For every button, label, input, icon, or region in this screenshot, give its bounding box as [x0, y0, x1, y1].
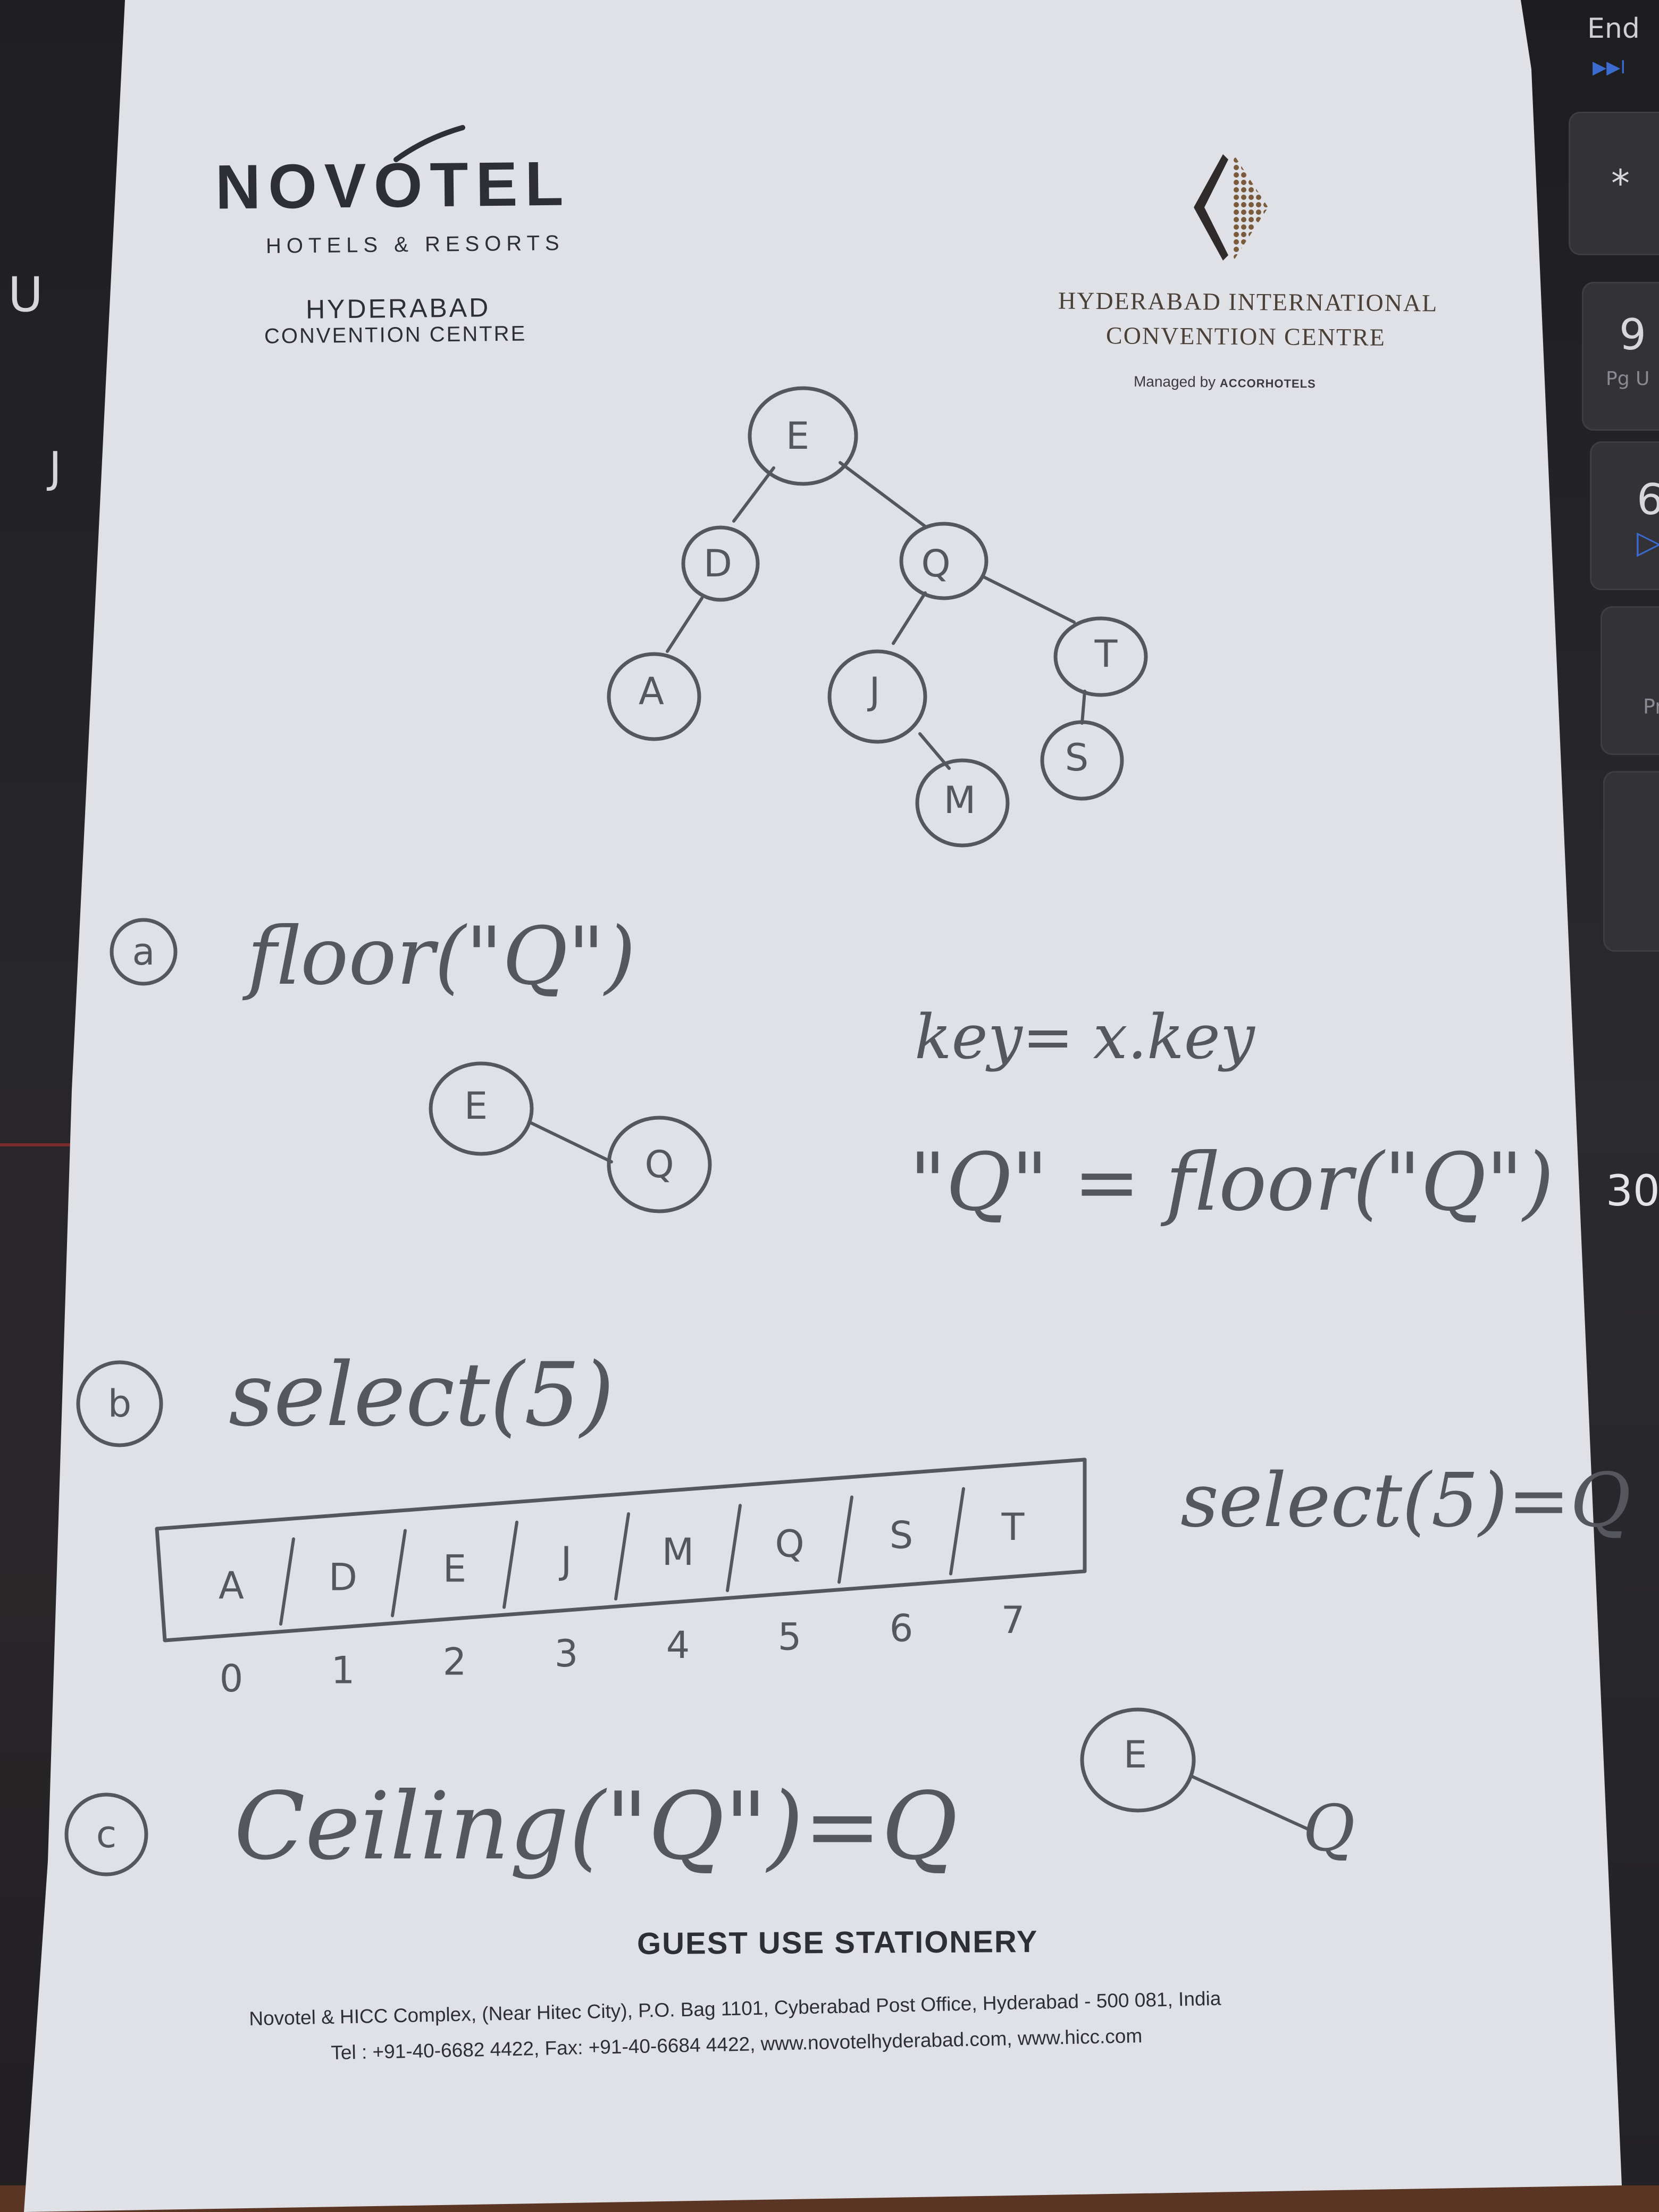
edge-e-q [839, 461, 927, 528]
part-c-path-node-q: Q [1303, 1792, 1355, 1866]
key-9-label: 9 [1619, 310, 1646, 359]
array-cells: A D E J M Q S T [219, 1487, 1025, 1626]
array-divider [726, 1504, 742, 1593]
svg-text:Q: Q [921, 542, 950, 585]
key-6-sub-label: ▷ [1637, 524, 1659, 561]
array-index: 5 [778, 1615, 802, 1658]
part-c-marker: c [96, 1813, 117, 1856]
edge-q-t [982, 575, 1076, 624]
array-divider [614, 1512, 630, 1601]
svg-text:E: E [786, 414, 809, 458]
part-a-title: floor("Q") [242, 910, 635, 1003]
svg-text:J: J [867, 669, 881, 713]
array-indices: 0 1 2 3 4 5 6 7 [220, 1598, 1025, 1700]
part-b: b select(5) A D E J M Q S T 0 1 2 3 4 5 6 7 select(5)=… [76, 1344, 1631, 1700]
array-box [155, 1457, 1087, 1643]
array-index: 7 [1001, 1598, 1025, 1642]
tree-nodes: E D Q A J T M S [607, 386, 1148, 848]
array-cell: J [559, 1539, 572, 1582]
part-a-path-node-e: E [464, 1084, 488, 1128]
array-cell: E [443, 1547, 466, 1591]
part-a-result: "Q" = floor("Q") [909, 1136, 1554, 1229]
part-a-path-node-q: Q [644, 1143, 674, 1186]
array-index: 0 [220, 1657, 244, 1700]
array-divider [391, 1529, 407, 1618]
part-c: c Ceiling("Q")=Q E Q [64, 1707, 1355, 1881]
svg-text:S: S [1065, 736, 1088, 780]
part-b-title: select(5) [229, 1344, 614, 1446]
edge-q-j [892, 591, 927, 645]
tree-node-s: S [1040, 720, 1124, 801]
edge-t-s [1080, 690, 1086, 725]
array-index: 1 [331, 1648, 355, 1692]
tree-edges [666, 461, 1086, 770]
array-divider [837, 1495, 853, 1584]
tree-node-a: A [607, 652, 701, 741]
part-c-path-node-e: E [1124, 1733, 1147, 1777]
array-divider [949, 1487, 965, 1576]
part-a-key-line: key= x.key [915, 1002, 1256, 1073]
tree-node-t: T [1053, 616, 1148, 697]
array-index: 6 [890, 1607, 914, 1650]
array-cell: D [329, 1555, 357, 1599]
array-cell: T [1001, 1505, 1025, 1549]
edge-e-d [732, 466, 775, 523]
key-side-3-label: Pr [1643, 695, 1659, 718]
novotel-swoosh-icon [393, 125, 465, 162]
tree-node-j: J [827, 649, 927, 744]
part-a-marker: a [132, 930, 155, 974]
tree-node-q: Q [899, 522, 988, 600]
svg-text:A: A [639, 669, 664, 713]
svg-text:T: T [1094, 632, 1118, 676]
edge-d-a [666, 597, 703, 653]
part-c-title: Ceiling("Q")=Q [234, 1773, 958, 1881]
array-index: 3 [555, 1632, 579, 1675]
svg-text:D: D [703, 542, 732, 585]
array-cell: Q [775, 1522, 804, 1565]
key-6-label: 6 [1637, 475, 1659, 524]
array-cell: S [890, 1514, 913, 1557]
array-divider [279, 1537, 295, 1626]
tree-node-d: D [681, 525, 760, 602]
array-index: 4 [666, 1623, 690, 1667]
array-cell: A [219, 1564, 244, 1607]
array-cell: M [662, 1530, 694, 1574]
tree-node-e: E [748, 386, 858, 486]
part-b-marker: b [108, 1382, 131, 1426]
part-a: a floor("Q") E Q key= x.key "Q" = floor(… [110, 910, 1554, 1229]
array-index: 2 [443, 1640, 467, 1684]
svg-text:M: M [944, 778, 976, 822]
stationery-title: GUEST USE STATIONERY [636, 1924, 1038, 1961]
hicc-diamond-logo-icon [1194, 154, 1268, 261]
array-divider [502, 1520, 518, 1609]
part-b-result: select(5)=Q [1180, 1457, 1631, 1544]
tree-node-m: M [915, 758, 1010, 848]
